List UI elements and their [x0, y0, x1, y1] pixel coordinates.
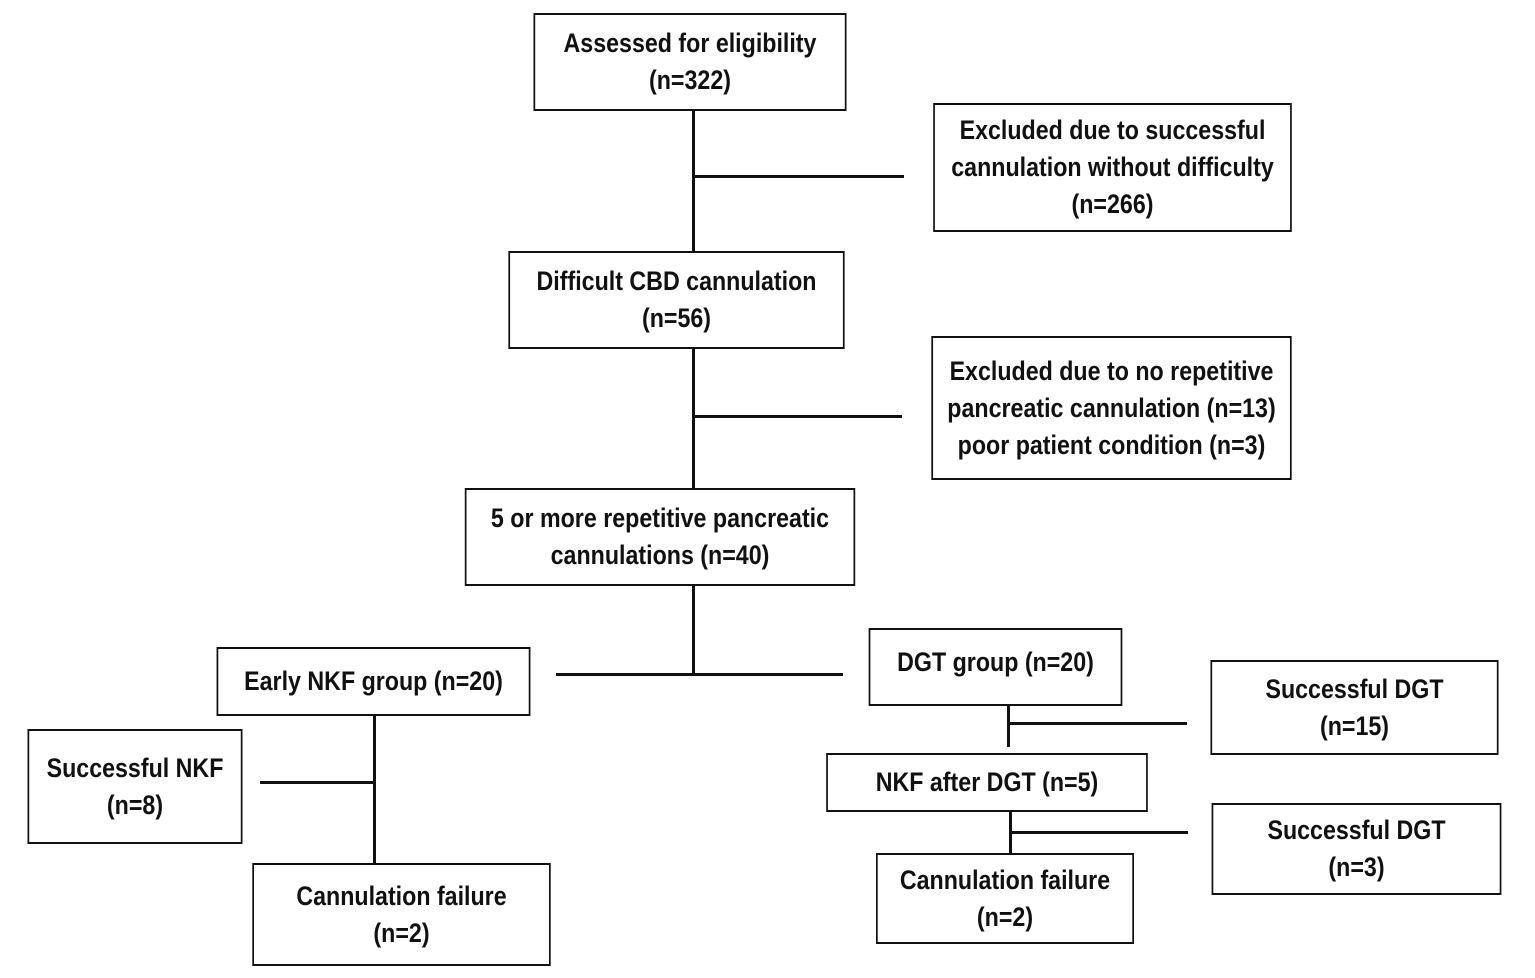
five-line2: cannulations (n=40)	[550, 540, 770, 570]
cannulation-failure-1-line1: Cannulation failure	[296, 880, 507, 911]
successful-nkf-line1: Successful NKF	[46, 752, 224, 783]
connector-assessed-to-difficult	[692, 111, 695, 251]
excluded-2-box: Excluded due to no repetitive pancreatic…	[931, 336, 1292, 480]
connector-early-to-failure	[373, 716, 376, 863]
connector-split-groups	[556, 673, 843, 676]
connector-to-successful-dgt-2	[1009, 831, 1188, 834]
connector-dgt-to-nkf-after	[1007, 706, 1010, 747]
early-nkf-line1: Early NKF group (n=20)	[244, 666, 503, 696]
difficult-cbd-box: Difficult CBD cannulation (n=56)	[508, 251, 845, 349]
cannulation-failure-2-box: Cannulation failure (n=2)	[876, 853, 1134, 944]
cannulation-failure-1-line2: (n=2)	[373, 917, 430, 948]
successful-nkf-line2: (n=8)	[106, 789, 164, 820]
difficult-line1: Difficult CBD cannulation	[536, 266, 817, 296]
dgt-group-box: DGT group (n=20)	[868, 628, 1123, 706]
assessed-line1: Assessed for eligibility	[563, 28, 817, 58]
successful-dgt-1-box: Successful DGT (n=15)	[1210, 660, 1499, 755]
connector-to-excluded-1	[692, 175, 904, 178]
excluded-2-line2: pancreatic cannulation (n=13)	[947, 392, 1276, 423]
nkf-after-dgt-box: NKF after DGT (n=5)	[826, 753, 1148, 812]
excluded-1-line2: cannulation without difficulty	[951, 152, 1274, 182]
assessed-line2: (n=322)	[649, 65, 731, 95]
excluded-1-line3: (n=266)	[1071, 189, 1154, 219]
five-line1: 5 or more repetitive pancreatic	[490, 503, 830, 533]
connector-to-excluded-2	[692, 415, 902, 418]
successful-dgt-2-line1: Successful DGT	[1267, 815, 1446, 845]
dgt-group-line1: DGT group (n=20)	[897, 647, 1094, 677]
connector-difficult-to-five	[692, 349, 695, 488]
successful-dgt-1-line2: (n=15)	[1319, 710, 1390, 741]
excluded-1-box: Excluded due to successful cannulation w…	[933, 103, 1292, 232]
cannulation-failure-2-line2: (n=2)	[976, 901, 1034, 932]
successful-dgt-2-line2: (n=3)	[1328, 852, 1385, 882]
successful-dgt-2-box: Successful DGT (n=3)	[1211, 803, 1502, 895]
excluded-2-line1: Excluded due to no repetitive	[949, 355, 1274, 386]
cannulation-failure-2-line1: Cannulation failure	[899, 864, 1111, 895]
connector-to-successful-nkf	[260, 781, 375, 784]
cannulation-failure-1-box: Cannulation failure (n=2)	[252, 863, 551, 966]
successful-nkf-box: Successful NKF (n=8)	[27, 729, 243, 844]
nkf-after-dgt-line1: NKF after DGT (n=5)	[875, 767, 1099, 797]
early-nkf-group-box: Early NKF group (n=20)	[216, 647, 531, 716]
connector-to-successful-dgt-1	[1007, 722, 1187, 725]
difficult-line2: (n=56)	[641, 303, 712, 333]
assessed-box: Assessed for eligibility (n=322)	[533, 13, 847, 111]
excluded-1-line1: Excluded due to successful	[959, 115, 1266, 145]
five-or-more-box: 5 or more repetitive pancreatic cannulat…	[464, 488, 856, 586]
excluded-2-line3: poor patient condition (n=3)	[957, 429, 1266, 460]
successful-dgt-1-line1: Successful DGT	[1265, 673, 1444, 704]
connector-five-to-split	[692, 586, 695, 674]
